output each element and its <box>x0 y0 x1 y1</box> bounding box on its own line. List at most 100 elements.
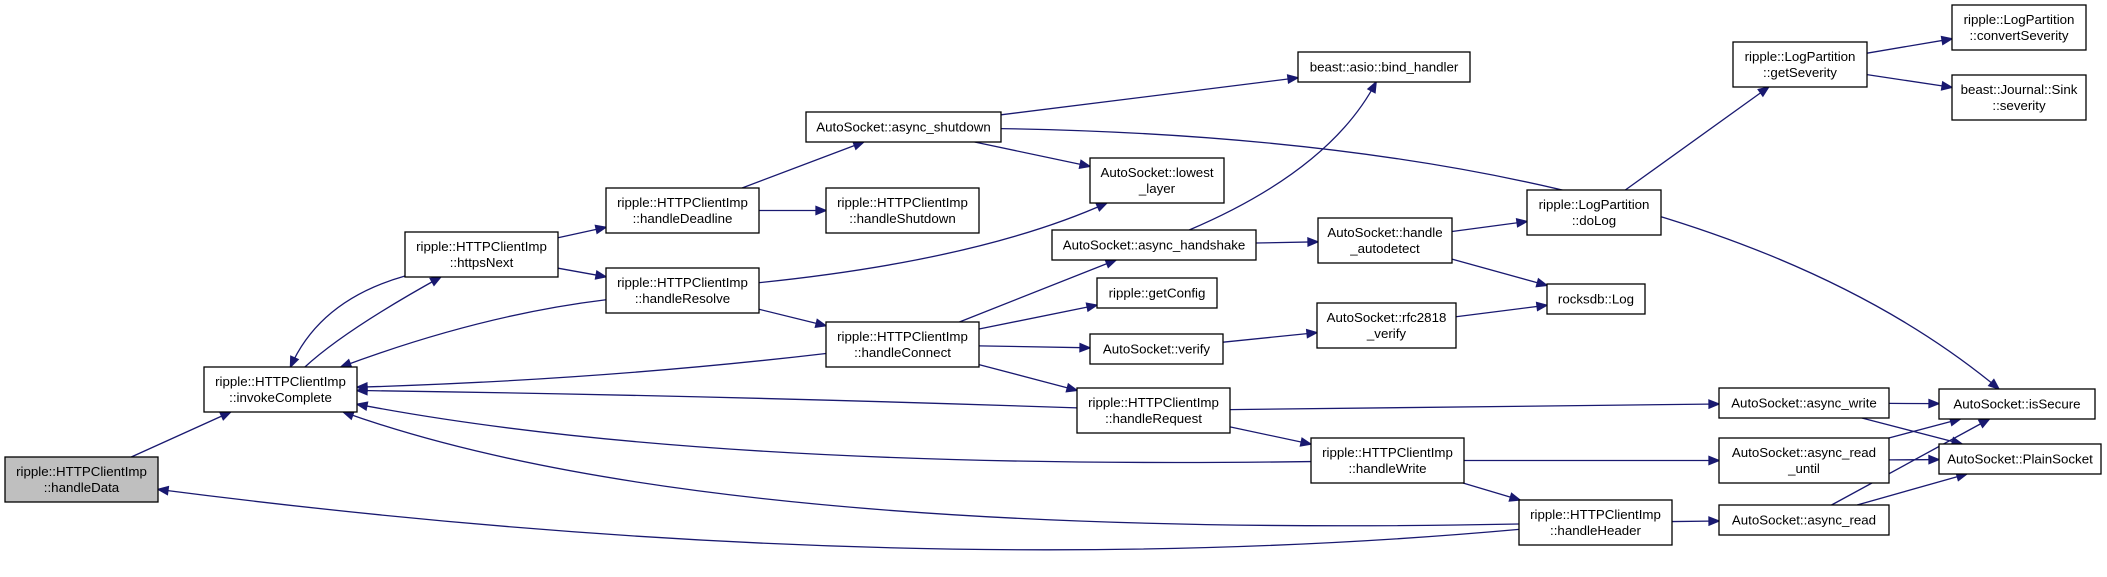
node-label-line: ::handleData <box>44 480 120 495</box>
node-label-line: ripple::HTTPClientImp <box>837 195 968 210</box>
arrowhead <box>339 358 353 368</box>
node-handleData[interactable]: ripple::HTTPClientImp::handleData <box>4 456 159 503</box>
node-box[interactable] <box>825 321 980 368</box>
edge-async_handshake-to-handle_autodetect <box>1255 237 1320 247</box>
node-label-line: ripple::HTTPClientImp <box>837 329 968 344</box>
node-sinkSeverity[interactable]: beast::Journal::Sink::severity <box>1951 74 2087 121</box>
arrowhead <box>1515 217 1529 228</box>
arrowhead <box>815 205 828 216</box>
node-async_read[interactable]: AutoSocket::async_read <box>1718 504 1890 536</box>
node-label-line: beast::Journal::Sink <box>1961 82 2078 97</box>
node-box[interactable] <box>805 111 1002 143</box>
edge-line <box>758 308 827 327</box>
node-box[interactable] <box>1096 277 1218 309</box>
node-label-line: beast::asio::bind_handler <box>1310 60 1459 75</box>
node-box[interactable] <box>1089 157 1225 204</box>
node-handleWrite[interactable]: ripple::HTTPClientImp::handleWrite <box>1310 437 1465 484</box>
node-box[interactable] <box>605 267 760 314</box>
node-box[interactable] <box>1938 388 2096 420</box>
node-label-line: ripple::LogPartition <box>1539 197 1650 212</box>
node-box[interactable] <box>1051 229 1257 261</box>
edge-line <box>356 352 827 388</box>
node-label-line: AutoSocket::async_write <box>1731 396 1877 411</box>
node-handleShutdown[interactable]: ripple::HTTPClientImp::handleShutdown <box>825 187 980 234</box>
node-label-line: ::invokeComplete <box>229 390 332 405</box>
node-box[interactable] <box>1076 387 1231 434</box>
node-box[interactable] <box>1518 499 1673 546</box>
node-convertSeverity[interactable]: ripple::LogPartition::convertSeverity <box>1951 4 2087 51</box>
node-box[interactable] <box>1718 437 1890 484</box>
node-invokeComplete[interactable]: ripple::HTTPClientImp::invokeComplete <box>203 366 358 413</box>
edge-handleRequest-to-invokeComplete <box>355 385 1078 409</box>
edge-verify-to-rfc2818_verify <box>1222 328 1319 343</box>
arrowhead <box>1299 437 1313 447</box>
edge-handleWrite-to-invokeComplete <box>355 401 1312 464</box>
node-async_handshake[interactable]: AutoSocket::async_handshake <box>1051 229 1257 261</box>
node-box[interactable] <box>605 187 760 234</box>
edge-invokeComplete-to-httpsNext <box>304 276 443 368</box>
node-handle_autodetect[interactable]: AutoSocket::handle_autodetect <box>1317 217 1453 264</box>
node-handleConnect[interactable]: ripple::HTTPClientImp::handleConnect <box>825 321 980 368</box>
edge-async_shutdown-to-lowest_layer <box>974 141 1092 170</box>
node-async_write[interactable]: AutoSocket::async_write <box>1718 387 1890 419</box>
node-label-line: rocksdb::Log <box>1558 292 1634 307</box>
node-box[interactable] <box>1526 189 1662 236</box>
node-box[interactable] <box>825 187 980 234</box>
node-httpsNext[interactable]: ripple::HTTPClientImp::httpsNext <box>404 231 559 278</box>
node-box[interactable] <box>203 366 358 413</box>
node-box[interactable] <box>1089 333 1224 365</box>
node-bind_handler[interactable]: beast::asio::bind_handler <box>1297 51 1471 83</box>
arrowhead <box>1085 302 1099 313</box>
node-rocksdbLog[interactable]: rocksdb::Log <box>1546 283 1646 315</box>
node-box[interactable] <box>1938 443 2102 475</box>
node-label-line: _layer <box>1138 181 1176 196</box>
nodes-layer: ripple::HTTPClientImp::handleDataripple:… <box>4 4 2102 546</box>
edge-handleDeadline-to-handleShutdown <box>759 205 828 216</box>
node-box[interactable] <box>1718 504 1890 536</box>
edge-line <box>1455 304 1548 318</box>
arrowhead <box>594 270 608 280</box>
arrowhead <box>1708 516 1721 527</box>
node-label-line: ::handleRequest <box>1105 411 1202 426</box>
node-box[interactable] <box>1316 302 1457 349</box>
node-isSecure[interactable]: AutoSocket::isSecure <box>1938 388 2096 420</box>
node-box[interactable] <box>1951 74 2087 121</box>
node-handleDeadline[interactable]: ripple::HTTPClientImp::handleDeadline <box>605 187 760 234</box>
node-getSeverity[interactable]: ripple::LogPartition::getSeverity <box>1732 41 1868 88</box>
node-label-line: AutoSocket::async_shutdown <box>816 120 990 135</box>
node-getConfig[interactable]: ripple::getConfig <box>1096 277 1218 309</box>
edge-httpsNext-to-handleResolve <box>557 267 608 280</box>
node-box[interactable] <box>1951 4 2087 51</box>
edge-line <box>1222 331 1318 343</box>
node-verify[interactable]: AutoSocket::verify <box>1089 333 1224 365</box>
node-label-line: ::handleShutdown <box>849 211 955 226</box>
node-box[interactable] <box>4 456 159 503</box>
edge-handleConnect-to-invokeComplete <box>355 352 827 392</box>
node-label-line: ::handleConnect <box>854 345 951 360</box>
node-label-line: ::convertSeverity <box>1969 28 2068 43</box>
edge-line <box>356 403 1312 464</box>
node-lowest_layer[interactable]: AutoSocket::lowest_layer <box>1089 157 1225 204</box>
node-box[interactable] <box>1732 41 1868 88</box>
arrowhead <box>1508 492 1522 502</box>
node-box[interactable] <box>1718 387 1890 419</box>
node-async_shutdown[interactable]: AutoSocket::async_shutdown <box>805 111 1002 143</box>
node-box[interactable] <box>1317 217 1453 264</box>
node-rfc2818_verify[interactable]: AutoSocket::rfc2818_verify <box>1316 302 1457 349</box>
node-handleRequest[interactable]: ripple::HTTPClientImp::handleRequest <box>1076 387 1231 434</box>
node-handleHeader[interactable]: ripple::HTTPClientImp::handleHeader <box>1518 499 1673 546</box>
node-box[interactable] <box>1297 51 1471 83</box>
edge-line <box>1861 417 1963 445</box>
node-async_read_until[interactable]: AutoSocket::async_read_until <box>1718 437 1890 484</box>
node-box[interactable] <box>404 231 559 278</box>
node-box[interactable] <box>1310 437 1465 484</box>
edge-line <box>304 276 442 368</box>
node-doLog[interactable]: ripple::LogPartition::doLog <box>1526 189 1662 236</box>
node-handleResolve[interactable]: ripple::HTTPClientImp::handleResolve <box>605 267 760 314</box>
node-label-line: ::handleWrite <box>1348 461 1426 476</box>
node-PlainSocket[interactable]: AutoSocket::PlainSocket <box>1938 443 2102 475</box>
node-label-line: ::handleDeadline <box>633 211 733 226</box>
node-box[interactable] <box>1546 283 1646 315</box>
node-label-line: AutoSocket::async_handshake <box>1063 238 1246 253</box>
